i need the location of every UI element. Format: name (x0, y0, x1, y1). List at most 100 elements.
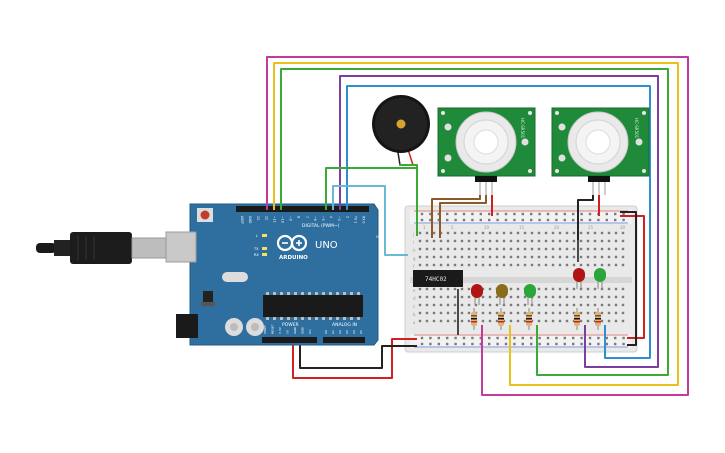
breadboard-hole (593, 239, 597, 243)
breadboard-hole (509, 311, 513, 315)
breadboard-hole (572, 336, 575, 340)
breadboard-hole (551, 319, 555, 323)
breadboard-hole (597, 336, 600, 340)
arduino-logo-icon (276, 234, 308, 252)
breadboard-hole (446, 218, 449, 222)
breadboard-hole (460, 263, 464, 267)
wire-rail-right-black (620, 211, 637, 346)
breadboard-hole (446, 319, 450, 323)
breadboard: j i h g f e d c b a 1 5 10 15 20 25 30 (404, 205, 638, 353)
breadboard-hole (551, 303, 555, 307)
atmega-pin (308, 317, 311, 320)
breadboard-hole (530, 239, 534, 243)
column-number-5: 5 (451, 225, 454, 230)
breadboard-hole (551, 263, 555, 267)
digital-pin-label: 8 (297, 216, 301, 218)
arduino-uno: UNO ARDUINO DIGITAL (PWM~) POWER ANALOG … (165, 203, 382, 346)
breadboard-hole (558, 255, 562, 259)
wire-pir1-out (439, 195, 487, 238)
breadboard-hole (439, 311, 443, 315)
breadboard-hole (544, 231, 548, 235)
breadboard-hole (538, 342, 541, 346)
breadboard-hole (614, 212, 617, 216)
breadboard-hole (460, 311, 464, 315)
wire-blue (346, 85, 651, 359)
breadboard-hole (565, 311, 569, 315)
breadboard-hole (538, 336, 541, 340)
breadboard-hole (439, 247, 443, 251)
breadboard-hole (432, 295, 436, 299)
breadboard-hole (600, 295, 604, 299)
breadboard-hole (530, 263, 534, 267)
breadboard-hole (495, 239, 499, 243)
breadboard-hole (504, 336, 508, 340)
breadboard-hole (439, 303, 443, 307)
breadboard-hole (453, 231, 457, 235)
breadboard-hole (607, 303, 611, 307)
breadboard-hole (509, 263, 513, 267)
digital-header-strip (236, 206, 369, 212)
breadboard-hole (521, 218, 524, 222)
breadboard-hole (516, 231, 520, 235)
breadboard-hole (425, 239, 429, 243)
breadboard-hole (544, 311, 548, 315)
resistor-4 (574, 308, 580, 330)
ic-74hc02: 74HC02 (413, 270, 463, 287)
breadboard-hole (479, 218, 482, 222)
breadboard-hole (488, 303, 492, 307)
breadboard-hole (621, 311, 625, 315)
breadboard-hole (593, 311, 597, 315)
breadboard-hole (593, 295, 597, 299)
breadboard-hole (614, 287, 618, 291)
column-number-10: 10 (484, 225, 490, 230)
breadboard-hole (425, 255, 429, 259)
breadboard-hole (425, 231, 429, 235)
breadboard-hole (509, 295, 513, 299)
breadboard-hole (572, 287, 576, 291)
breadboard-hole (488, 218, 491, 222)
breadboard-hole (502, 231, 506, 235)
breadboard-hole (579, 303, 583, 307)
breadboard-hole (488, 342, 491, 346)
breadboard-hole (600, 263, 604, 267)
breadboard-hole (563, 342, 566, 346)
breadboard-hole (504, 218, 508, 222)
breadboard-hole (513, 218, 516, 222)
row-letter-b: b (413, 312, 416, 317)
breadboard-hole (460, 295, 464, 299)
atmega-pin (280, 292, 283, 295)
breadboard-hole (558, 295, 562, 299)
breadboard-hole (418, 287, 422, 291)
breadboard-hole (509, 247, 513, 251)
breadboard-hole (622, 218, 625, 222)
breadboard-holes (418, 212, 625, 346)
breadboard-hole (579, 311, 583, 315)
breadboard-hole (600, 247, 604, 251)
wire-buzzer-black (399, 164, 418, 236)
breadboard-hole (516, 255, 520, 259)
breadboard-hole (572, 303, 576, 307)
wire-purple (339, 75, 659, 368)
breadboard-hole (496, 342, 499, 346)
breadboard-hole (418, 295, 422, 299)
breadboard-hole (502, 255, 506, 259)
breadboard-hole (546, 218, 550, 222)
atmega-pin (336, 292, 339, 295)
breadboard-hole (551, 311, 555, 315)
breadboard-hole (509, 303, 513, 307)
breadboard-hole (607, 287, 611, 291)
breadboard-hole (453, 247, 457, 251)
analog-header-strip (323, 337, 365, 343)
breadboard-hole (551, 239, 555, 243)
atmega-pin (266, 317, 269, 320)
wire-green-d (325, 167, 417, 210)
breadboard-hole (446, 231, 450, 235)
atmega-pin (308, 292, 311, 295)
breadboard-hole (446, 263, 450, 267)
breadboard-hole (516, 287, 520, 291)
breadboard-hole (516, 319, 520, 323)
breadboard-hole (538, 218, 541, 222)
atmega-pins (266, 292, 360, 320)
breadboard-hole (523, 319, 527, 323)
